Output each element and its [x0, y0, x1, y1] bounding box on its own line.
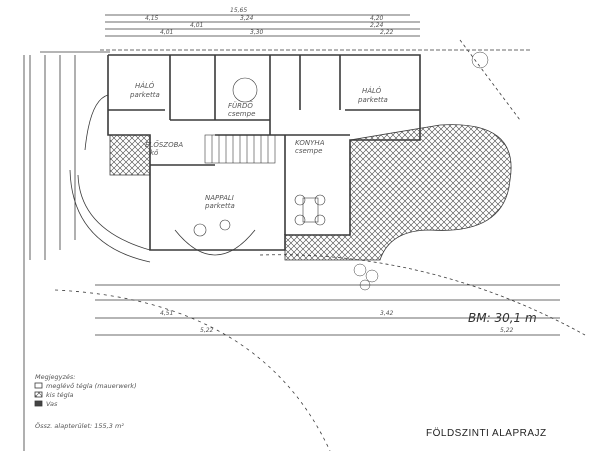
legend: Megjegyzés: meglévő tégla (mauerwerk) ki…	[35, 373, 137, 430]
dimension-label: 3,30	[250, 29, 264, 36]
room-label: FÜRDŐ	[228, 101, 253, 110]
curved-steps	[69, 94, 151, 263]
legend-item: meglévő tégla (mauerwerk)	[46, 381, 137, 390]
room-label: NAPPALI	[205, 194, 234, 202]
room-sub-label: csempe	[295, 147, 322, 155]
legend-area-note: Össz. alapterület: 155,3 m²	[35, 421, 124, 430]
room-sub-label: parketta	[129, 91, 160, 99]
building-walls	[107, 54, 421, 251]
room-sub-label: csempe	[228, 110, 255, 118]
dimension-label: 2,24	[370, 22, 384, 29]
legend-swatch-small-brick	[34, 391, 43, 398]
room-label: ELŐSZOBA	[145, 140, 183, 149]
dimension-label: 5,22	[500, 327, 514, 334]
dimension-label: 4,15	[145, 15, 159, 22]
furniture	[193, 77, 326, 237]
room-label: KONYHA	[295, 139, 325, 147]
dimension-label: 4,01	[160, 29, 173, 36]
dimension-lines-bottom	[95, 284, 560, 336]
room-sub-label: parketta	[204, 202, 235, 210]
legend-swatch-iron	[34, 400, 43, 407]
room-sub-label: kő	[150, 148, 159, 157]
dimension-label: 3,24	[240, 15, 254, 22]
dimension-label: 4,51	[160, 310, 173, 317]
bay-window	[174, 229, 256, 256]
legend-item: Vas	[46, 400, 58, 408]
room-labels: HÁLÓ parketta FÜRDŐ csempe HÁLÓ parketta…	[129, 81, 388, 210]
garden-path	[259, 254, 586, 336]
dimension-label: 3,42	[380, 310, 394, 317]
drawing-title: FÖLDSZINTI ALAPRAJZ	[426, 427, 547, 439]
dimension-label: 4,20	[370, 15, 384, 22]
staircase	[204, 134, 276, 164]
dimension-lines-top	[40, 14, 530, 53]
terrace-right	[284, 124, 512, 261]
legend-item: kis tégla	[46, 391, 74, 399]
dimension-label: 2,22	[380, 29, 394, 36]
room-label: HÁLÓ	[362, 86, 382, 95]
legend-swatch-brick	[34, 382, 43, 389]
dimension-label: 4,01	[190, 22, 203, 29]
garden-path-arc	[54, 289, 331, 451]
dimension-label: 5,22	[200, 327, 214, 334]
dimension-lines-left	[29, 55, 76, 260]
room-label: HÁLÓ	[135, 81, 155, 90]
legend-heading: Megjegyzés:	[35, 373, 76, 381]
room-sub-label: parketta	[357, 96, 388, 104]
scale-note: BM: 30,1 m	[468, 311, 537, 325]
terrace-left	[109, 134, 151, 176]
overall-dimension: 15,65	[230, 7, 247, 14]
